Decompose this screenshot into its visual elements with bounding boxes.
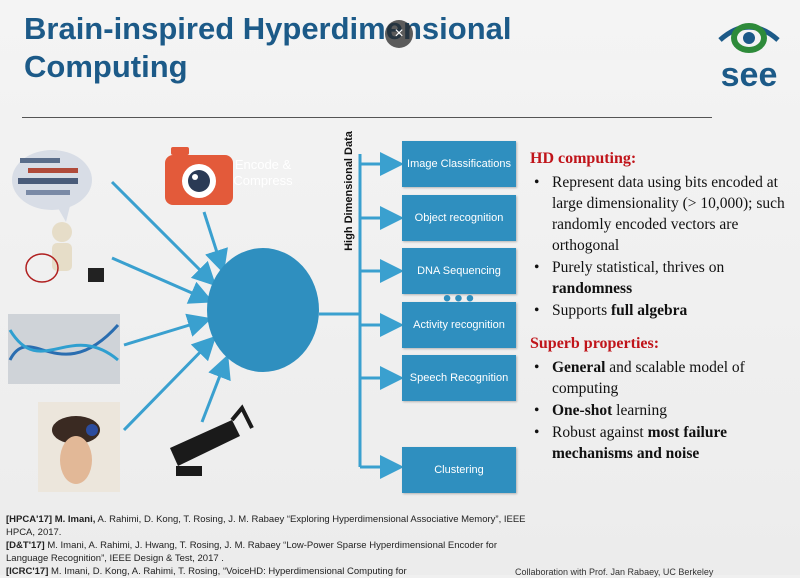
output-box-object: Object recognition xyxy=(402,195,516,241)
reference-dt: [D&T'17] M. Imani, A. Rahimi, J. Hwang, … xyxy=(6,539,526,565)
hd-diagram xyxy=(8,147,404,492)
collaboration-note: Collaboration with Prof. Jan Rabaey, UC … xyxy=(515,567,714,577)
bullet-bold: randomness xyxy=(552,280,633,297)
bullet-bold: One-shot xyxy=(552,402,613,419)
word-cloud-icon xyxy=(12,150,92,222)
bullet-text: Represent data using bits encoded at lar… xyxy=(552,174,785,254)
list-item: Supports full algebra xyxy=(534,300,798,321)
output-box-activity: Activity recognition xyxy=(402,302,516,348)
security-camera-icon xyxy=(170,404,254,476)
see-logo: see xyxy=(712,16,786,96)
bullet-bold: most failure mechanisms and noise xyxy=(552,424,727,462)
list-item: One-shot learning xyxy=(534,400,798,421)
output-arrows xyxy=(360,152,404,479)
eye-icon xyxy=(718,23,780,53)
reference-text: M. Imani, D. Kong, A. Rahimi, T. Rosing,… xyxy=(48,566,407,577)
close-button[interactable]: × xyxy=(385,20,413,48)
bullet-text: Purely statistical, thrives on xyxy=(552,259,725,276)
list-item: General and scalable model of computing xyxy=(534,357,798,399)
reference-tag: [ICRC'17] xyxy=(6,566,49,577)
bullet-text: Supports xyxy=(552,302,611,319)
ellipsis-dots: ••• xyxy=(442,285,478,312)
high-dimensional-data-label: High Dimensional Data xyxy=(343,131,355,251)
encode-compress-label: Encode & Compress xyxy=(233,157,293,188)
reference-tag: [D&T'17] xyxy=(6,540,45,551)
superb-properties-list: General and scalable model of computing … xyxy=(530,357,798,464)
hd-computing-heading: HD computing: xyxy=(530,150,637,167)
list-item: Robust against most failure mechanisms a… xyxy=(534,422,798,464)
references: [HPCA'17] M. Imani, A. Rahimi, D. Kong, … xyxy=(6,513,526,578)
bullet-text: learning xyxy=(612,402,667,419)
slide-title: Brain-inspired Hyperdimensional Computin… xyxy=(24,11,512,84)
title-divider xyxy=(22,117,712,118)
bullet-bold: General xyxy=(552,359,606,376)
output-box-clustering: Clustering xyxy=(402,447,516,493)
reference-author: M. Imani, xyxy=(54,514,96,525)
reference-hpca: [HPCA'17] M. Imani, A. Rahimi, D. Kong, … xyxy=(6,513,526,539)
list-item: Purely statistical, thrives on randomnes… xyxy=(534,257,798,299)
bullet-text: and scalable model of computing xyxy=(552,359,745,397)
bullet-bold: full algebra xyxy=(611,302,688,319)
camera-icon xyxy=(165,147,233,205)
encode-compress-node xyxy=(207,248,319,372)
dna-icon xyxy=(8,314,120,384)
hd-computing-list: Represent data using bits encoded at lar… xyxy=(530,172,798,321)
output-box-dna: DNA Sequencing xyxy=(402,248,516,294)
human-figure-icon xyxy=(25,222,104,283)
reference-text: M. Imani, A. Rahimi, J. Hwang, T. Rosing… xyxy=(6,540,497,564)
list-item: Represent data using bits encoded at lar… xyxy=(534,172,798,256)
bullet-text: Robust against xyxy=(552,424,648,441)
reference-text: A. Rahimi, D. Kong, T. Rosing, J. M. Rab… xyxy=(6,514,526,538)
superb-properties-heading: Superb properties: xyxy=(530,335,660,352)
reference-icrc: [ICRC'17] M. Imani, D. Kong, A. Rahimi, … xyxy=(6,565,526,578)
properties-panel: HD computing: Represent data using bits … xyxy=(530,148,798,465)
output-box-image: Image Classifications xyxy=(402,141,516,187)
input-arrows xyxy=(110,180,231,432)
logo-text: see xyxy=(720,56,778,94)
eeg-headset-icon xyxy=(38,402,120,492)
reference-tag: [HPCA'17] xyxy=(6,514,53,525)
output-box-speech: Speech Recognition xyxy=(402,355,516,401)
